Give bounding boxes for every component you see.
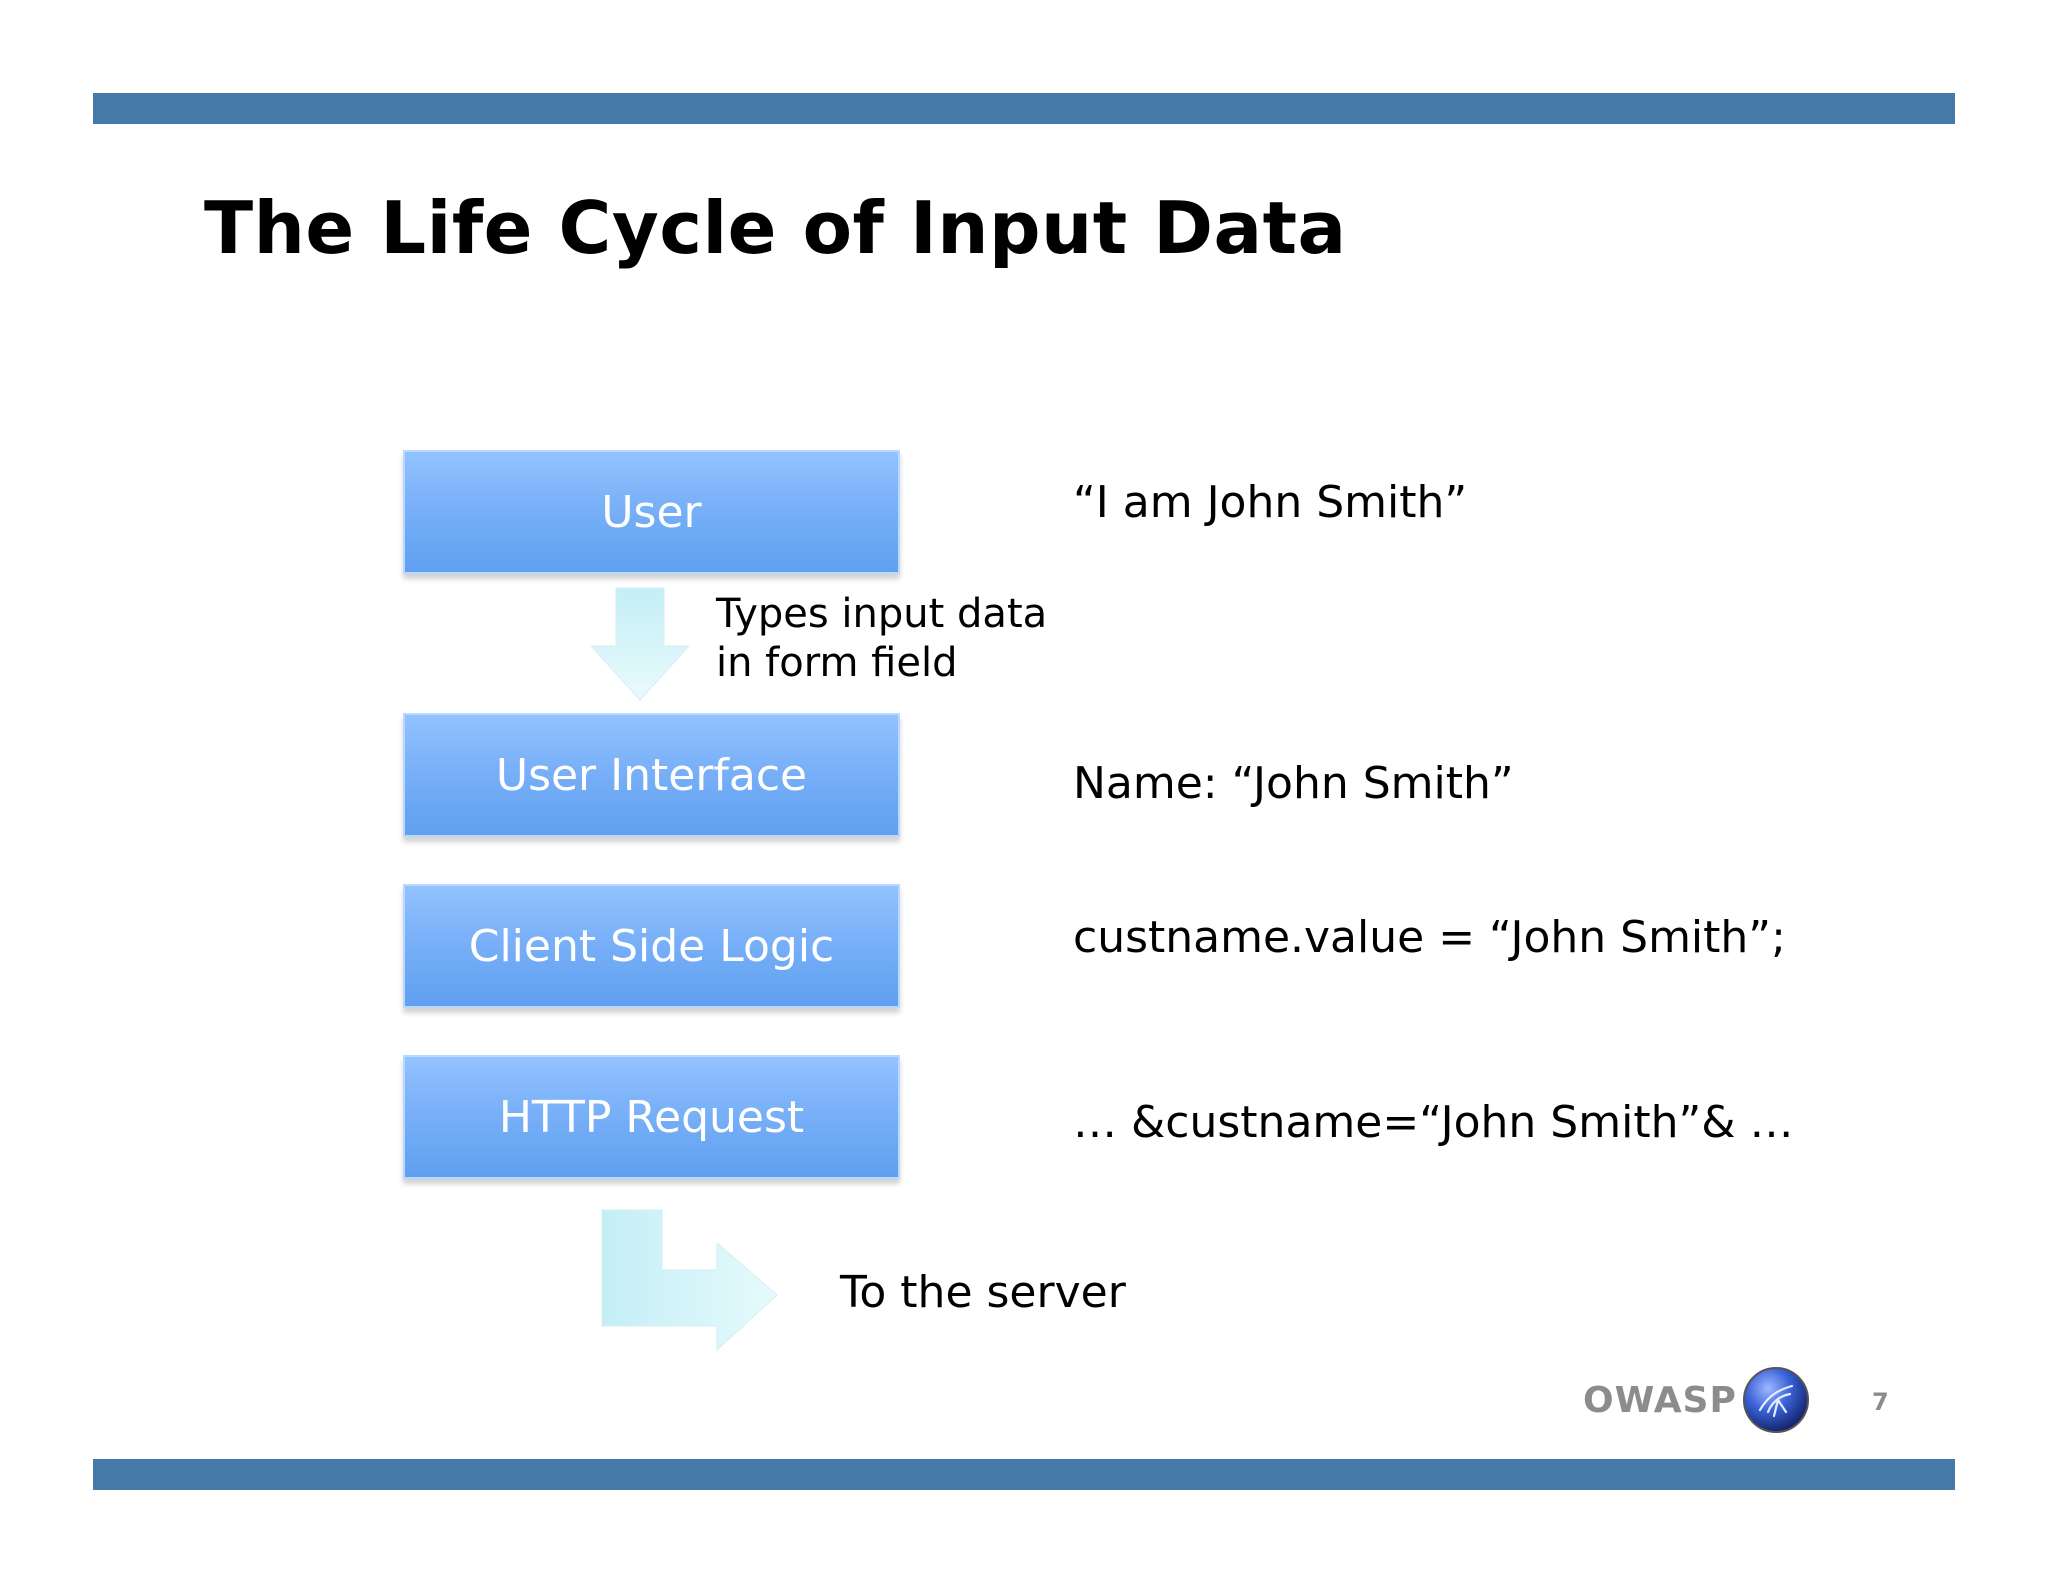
stage-example-user: “I am John Smith” xyxy=(1073,477,1468,528)
stage-example-http-request: … &custname=“John Smith”& … xyxy=(1073,1097,1794,1148)
arrow-caption-line-1: Types input data xyxy=(716,591,1048,637)
bent-right-arrow-icon xyxy=(601,1209,778,1352)
stage-example-client-side-logic: custname.value = “John Smith”; xyxy=(1073,912,1786,963)
owasp-logo-icon xyxy=(1743,1367,1809,1433)
stage-example-user-interface: Name: “John Smith” xyxy=(1073,758,1514,809)
down-arrow-icon xyxy=(589,587,691,701)
footer-brand: OWASP xyxy=(1583,1380,1737,1421)
stage-box-http-request: HTTP Request xyxy=(403,1055,900,1179)
slide-title: The Life Cycle of Input Data xyxy=(204,186,1347,270)
arrow-caption-line-2: in form field xyxy=(716,640,958,686)
stage-box-user-interface: User Interface xyxy=(403,713,900,837)
stage-box-client-side-logic: Client Side Logic xyxy=(403,884,900,1008)
page-number: 7 xyxy=(1872,1388,1889,1416)
stage-box-user: User xyxy=(403,450,900,574)
exit-caption: To the server xyxy=(840,1267,1126,1318)
top-accent-bar xyxy=(93,93,1955,124)
bottom-accent-bar xyxy=(93,1459,1955,1490)
